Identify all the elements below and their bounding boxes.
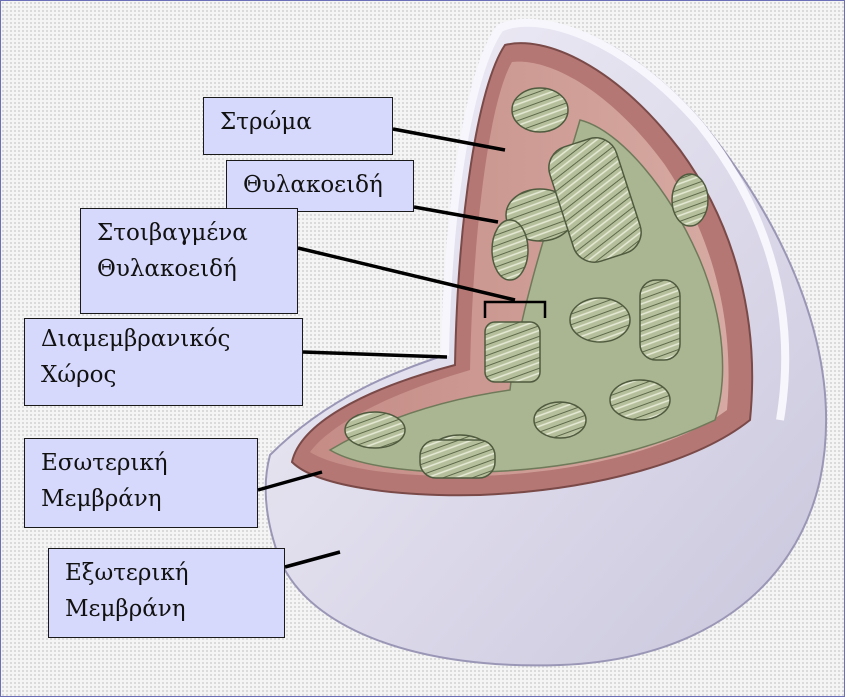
label-inner-membrane-line1: Εσωτερική [41, 445, 257, 481]
label-stacked-thylakoids-line1: Στοιβαγμένα [97, 215, 297, 251]
label-intermembrane-line1: Διαμεμβρανικός [41, 321, 302, 357]
label-inner-membrane: Εσωτερική Μεμβράνη [24, 438, 258, 528]
label-inner-membrane-line2: Μεμβράνη [41, 481, 257, 517]
label-outer-membrane-line2: Μεμβράνη [65, 591, 284, 627]
label-outer-membrane: Εξωτερική Μεμβράνη [48, 548, 285, 638]
label-outer-membrane-line1: Εξωτερική [65, 555, 284, 591]
label-stroma: Στρώμα [203, 97, 393, 155]
label-intermembrane-space: Διαμεμβρανικός Χώρος [24, 318, 303, 406]
label-stroma-text: Στρώμα [220, 104, 392, 140]
label-intermembrane-line2: Χώρος [41, 357, 302, 393]
label-thylakoid-text: Θυλακοειδή [243, 167, 413, 203]
label-stacked-thylakoids-line2: Θυλακοειδή [97, 251, 297, 287]
label-thylakoid: Θυλακοειδή [226, 160, 414, 212]
label-stacked-thylakoids: Στοιβαγμένα Θυλακοειδή [80, 208, 298, 314]
